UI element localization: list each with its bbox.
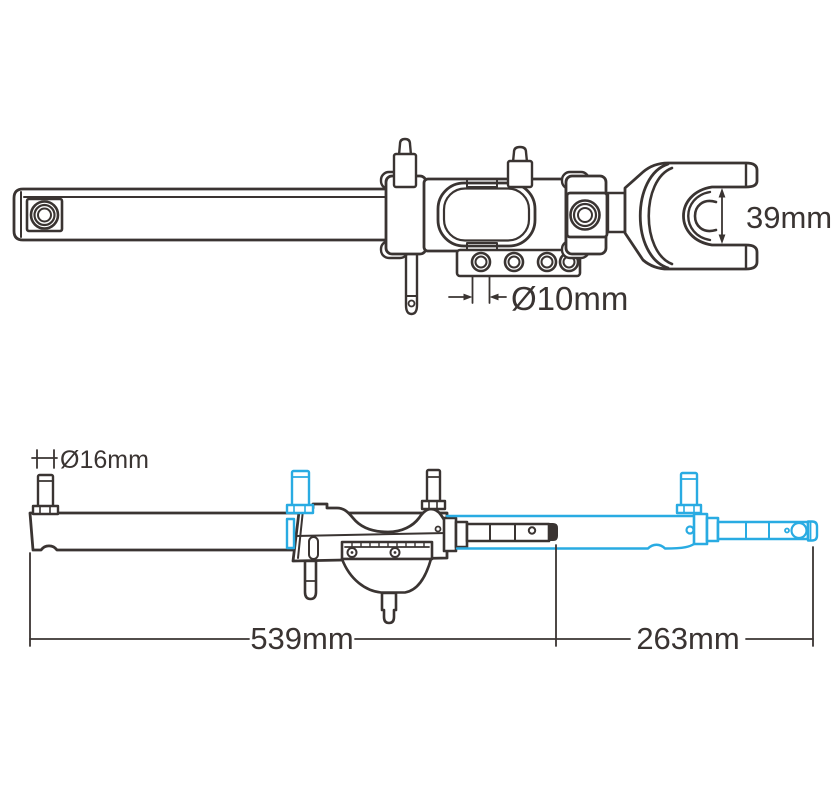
- main-tube: [12, 187, 427, 242]
- extended-pin-right: [679, 471, 699, 508]
- right-top-pin: [506, 145, 534, 189]
- inner-bar-retracted: [442, 516, 558, 553]
- central-body: [422, 177, 568, 253]
- bracket-leg: [303, 559, 318, 601]
- fork-bore-arc: [693, 199, 718, 233]
- body-slot-inner: [442, 187, 531, 242]
- extension-length-label: 263mm: [636, 621, 739, 656]
- fork-ring-inner-arc: [647, 166, 674, 266]
- side-view: Ø16mm 539mm 263mm: [28, 446, 819, 656]
- bracket-gusset: [340, 557, 433, 594]
- extended-bar-rear-end: [285, 517, 296, 550]
- left-top-pin: [392, 137, 418, 189]
- bracket-slot: [308, 536, 319, 560]
- tube-eye-outer: [29, 200, 60, 230]
- dimension-hole-diameter: Ø10mm: [448, 276, 628, 317]
- dimension-fork-opening: 39mm: [718, 188, 832, 244]
- hole-diameter-label: Ø10mm: [511, 280, 628, 317]
- bracket-top-pin: [425, 468, 442, 504]
- extended-bar-hole: [685, 525, 695, 535]
- left-pin: [31, 473, 60, 516]
- extended-end-cap: [806, 520, 819, 542]
- linch-pin: [404, 241, 419, 316]
- inner-bar-end-cap: [549, 523, 558, 541]
- clevis-fork: [623, 161, 759, 271]
- top-view: 39mm Ø10mm: [12, 137, 832, 317]
- pin-diameter-label: Ø16mm: [60, 446, 149, 474]
- extended-end-hole: [790, 521, 808, 540]
- extended-position-overlay: [285, 469, 819, 550]
- mounting-bracket: [291, 468, 449, 625]
- hole-plate: [455, 248, 582, 278]
- fork-ring-outer-arc: [639, 162, 670, 270]
- right-clamp-collar: [560, 170, 609, 260]
- dimension-lengths: 539mm 263mm: [29, 544, 814, 656]
- fork-opening-label: 39mm: [746, 200, 832, 235]
- main-length-label: 539mm: [250, 621, 353, 656]
- body-slot-outer: [436, 181, 537, 248]
- dimension-pin-diameter: Ø16mm: [31, 446, 149, 474]
- bracket-bottom-pin: [380, 591, 398, 625]
